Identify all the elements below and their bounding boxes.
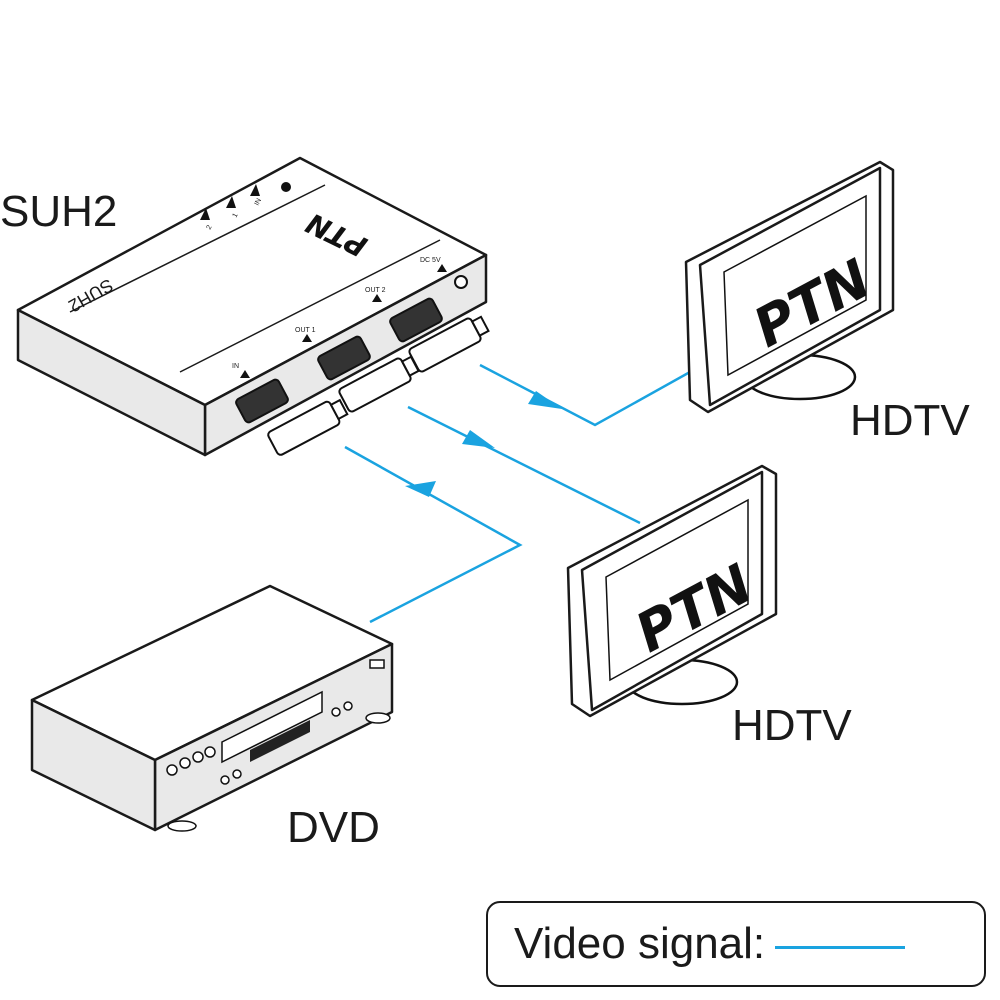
legend-text: Video signal:: [514, 919, 766, 968]
dvd-knob-1: [166, 764, 178, 776]
port-arrow-out1: [302, 334, 312, 342]
power-led: [281, 182, 291, 192]
dvd-side-face: [30, 698, 157, 832]
hdmi-port-in: [235, 378, 289, 424]
wire-out2-to-hdtv1: [479, 363, 691, 427]
port-label-out2: OUT 2: [365, 287, 386, 294]
indicator-led-2: [200, 208, 210, 220]
dvd-knob-2: [179, 757, 191, 769]
indicator-led-1: [226, 196, 236, 208]
wire-arrow-in: [405, 481, 436, 497]
port-arrow-out2: [372, 294, 382, 302]
port-arrow-dc: [437, 264, 447, 272]
wire-arrow-out2: [528, 391, 562, 409]
dvd-label: DVD: [287, 803, 380, 852]
port-arrow-in: [240, 370, 250, 378]
dvd-button-2: [343, 701, 353, 711]
indicator-led-in: [250, 184, 260, 196]
hdtv-2: PTN: [566, 464, 778, 718]
hdtv-1-screen: [723, 194, 867, 377]
dvd-power-button: [369, 659, 385, 669]
wire-arrow-out1: [462, 430, 495, 448]
indicator-label-in: IN: [254, 197, 263, 206]
hdmi-port-out2: [389, 297, 443, 343]
hdtv-1: PTN: [684, 160, 895, 414]
splitter-top-line-1: [69, 184, 326, 313]
hdmi-plug-in: [267, 398, 349, 456]
signal-wires: [344, 363, 691, 624]
dvd-tray: [221, 690, 323, 764]
dvd-display: [250, 720, 310, 762]
indicator-label-2: 2: [206, 224, 214, 231]
indicator-label-1: 1: [232, 212, 240, 219]
wire-dvd-to-in: [344, 445, 523, 624]
legend-signal-line: [775, 945, 906, 949]
port-label-out1: OUT 1: [295, 327, 316, 334]
hdtv-2-label: HDTV: [732, 701, 852, 750]
dvd-button-3: [220, 775, 230, 785]
suh2-splitter: SUH2 PTN IN 1 2 IN OUT 1 OUT 2 DC 5V: [16, 156, 490, 457]
hdmi-port-out1: [317, 335, 371, 381]
wire-out1-to-hdtv2: [407, 405, 641, 525]
port-label-in: IN: [232, 363, 239, 370]
splitter-side-face: [16, 308, 207, 457]
splitter-label: SUH2: [0, 187, 117, 236]
dvd-knob-3: [192, 751, 204, 763]
dvd-foot-left: [167, 820, 197, 832]
hdmi-plug-out2: [408, 315, 490, 373]
splitter-top-line-2: [179, 239, 441, 373]
dvd-knob-4: [204, 746, 216, 758]
hdtv-2-screen: [605, 498, 749, 682]
hdtv-1-label: HDTV: [850, 396, 970, 445]
port-label-dc: DC 5V: [420, 257, 441, 264]
dvd-button-1: [331, 707, 341, 717]
dvd-foot-right: [365, 712, 391, 724]
dvd-player: [30, 584, 394, 832]
dc-power-jack: [454, 275, 468, 289]
legend: Video signal:: [486, 901, 986, 987]
dvd-button-4: [232, 769, 242, 779]
